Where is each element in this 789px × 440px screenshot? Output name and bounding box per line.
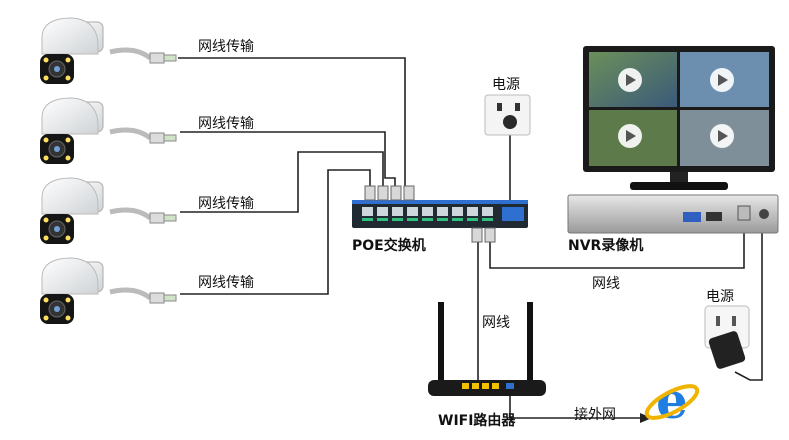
switch-port xyxy=(407,207,418,216)
power-label-top: 电源 xyxy=(492,77,520,93)
port-led xyxy=(437,218,448,221)
switch-port xyxy=(467,207,478,216)
connection-lines xyxy=(178,57,763,419)
port-led xyxy=(362,218,373,221)
wifi-router xyxy=(428,302,546,396)
nvr-label: NVR录像机 xyxy=(568,238,644,254)
cable-label-1: 网线传输 xyxy=(198,39,254,55)
monitor xyxy=(583,46,775,190)
power-socket-right xyxy=(704,305,750,369)
cable-label-2: 网线传输 xyxy=(198,116,254,132)
camera-3 xyxy=(40,177,177,244)
internet-explorer-icon: e xyxy=(644,371,700,430)
camera-1 xyxy=(40,17,177,84)
internet-label: 接外网 xyxy=(574,407,616,423)
switch-port xyxy=(437,207,448,216)
power-label-right: 电源 xyxy=(706,289,734,305)
router-label: WIFI路由器 xyxy=(438,413,516,429)
port-led xyxy=(377,218,388,221)
switch-port xyxy=(422,207,433,216)
network-cable-label-nvr: 网线 xyxy=(592,276,620,292)
switch-port xyxy=(392,207,403,216)
port-led xyxy=(482,218,493,221)
poe-switch-label: POE交换机 xyxy=(352,238,426,254)
switch-port xyxy=(482,207,493,216)
port-led xyxy=(452,218,463,221)
switch-port xyxy=(362,207,373,216)
power-socket-top xyxy=(484,94,531,136)
arrow-head xyxy=(640,413,652,423)
switch-port xyxy=(452,207,463,216)
switch-port xyxy=(377,207,388,216)
port-led xyxy=(467,218,478,221)
switch-plugs xyxy=(364,185,496,243)
cable-label-3: 网线传输 xyxy=(198,196,254,212)
port-led xyxy=(407,218,418,221)
nvr-recorder xyxy=(567,194,779,234)
svg-text:e: e xyxy=(656,371,688,430)
port-led xyxy=(392,218,403,221)
network-cable-label-router: 网线 xyxy=(482,315,510,331)
poe-switch xyxy=(352,200,528,228)
port-led xyxy=(422,218,433,221)
camera-2 xyxy=(40,97,177,164)
camera-4 xyxy=(40,257,177,324)
cable-label-4: 网线传输 xyxy=(198,275,254,291)
